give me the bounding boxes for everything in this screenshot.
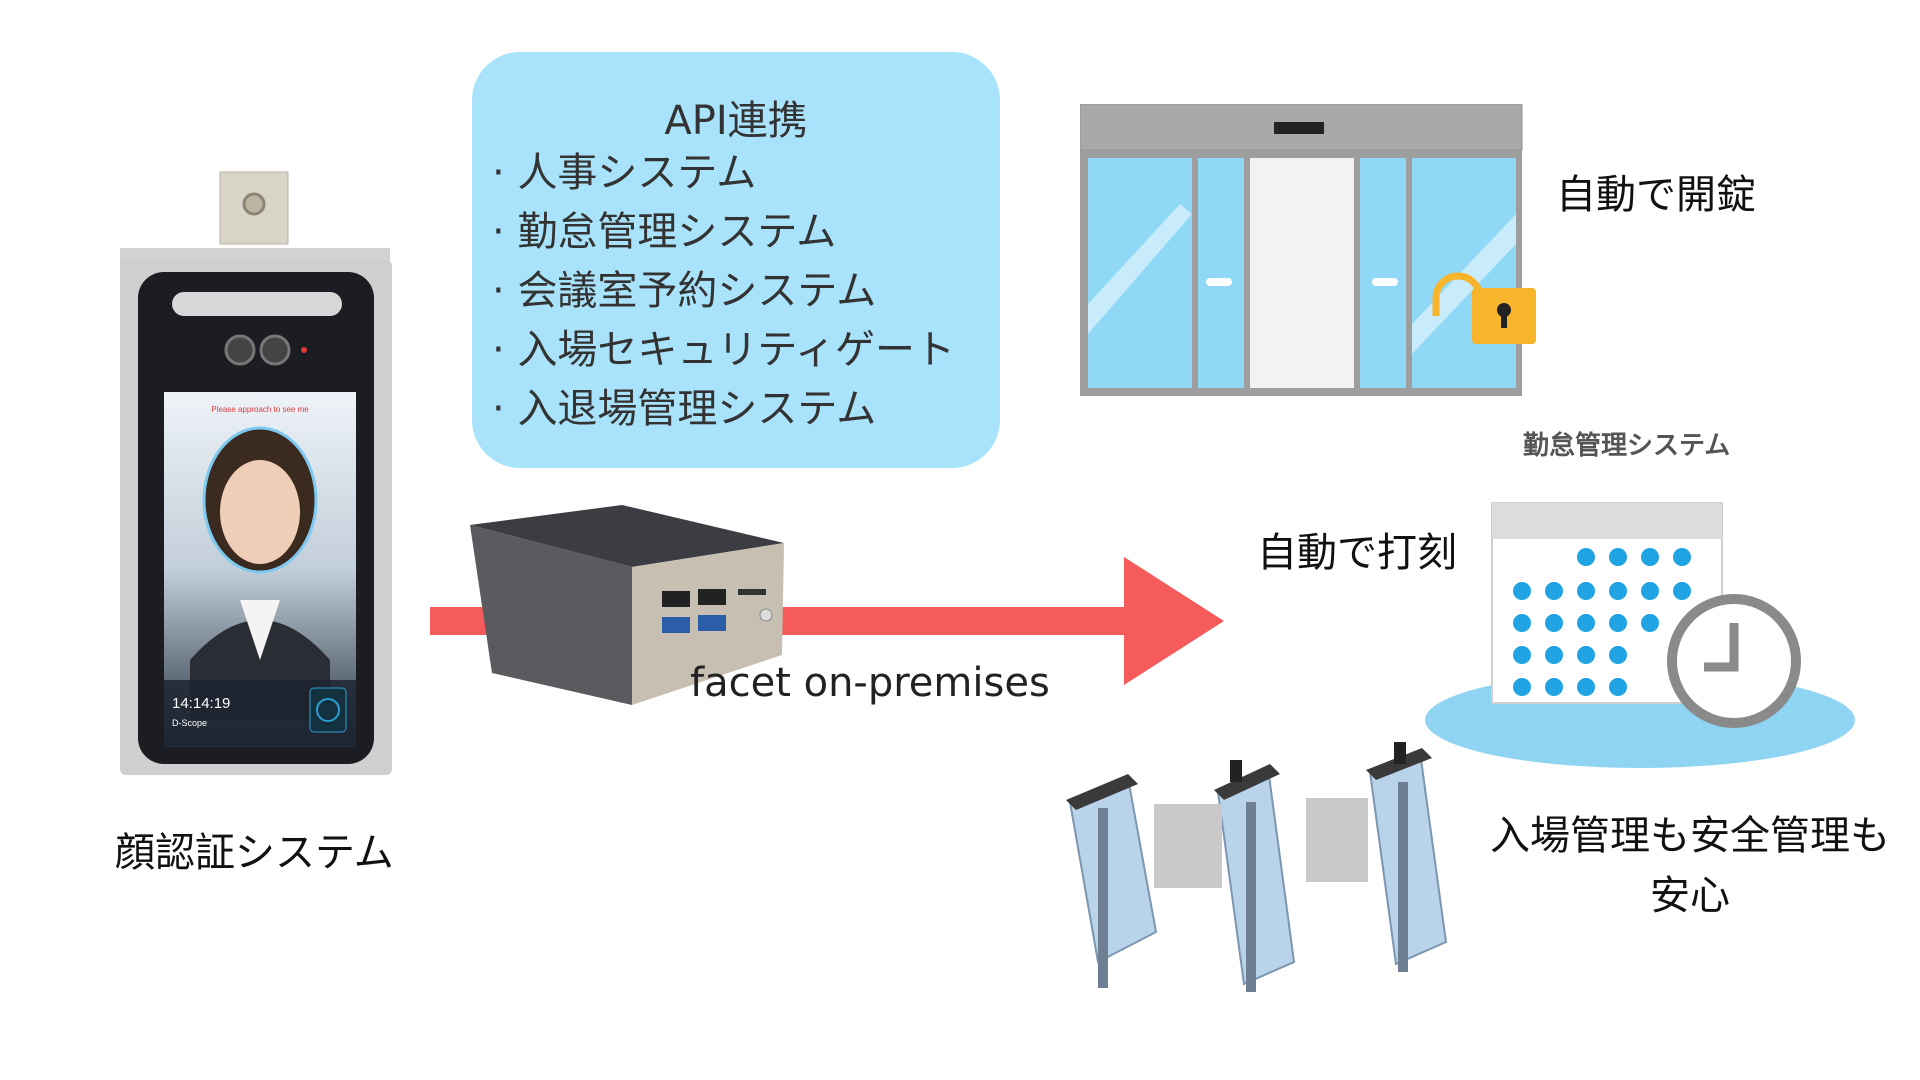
gate-safety-line1: 入場管理も安全管理も	[1490, 813, 1890, 859]
auto-unlock-label: 自動で開錠	[1556, 172, 1756, 218]
screen-prompt: Please approach to see me	[211, 405, 309, 414]
screen-brand: D-Scope	[172, 718, 207, 728]
gate-safety-label: 入場管理も安全管理も 安心	[1480, 806, 1900, 926]
attendance-calendar-icon	[1425, 502, 1855, 768]
api-item-hr: 人事システム	[492, 144, 955, 203]
screen-time: 14:14:19	[172, 695, 230, 712]
auto-stamp-label: 自動で打刻	[1257, 530, 1457, 576]
gate-safety-line2: 安心	[1650, 873, 1730, 919]
api-item-security-gate: 入場セキュリティゲート	[492, 321, 955, 380]
face-auth-label: 顔認証システム	[115, 830, 394, 876]
api-list: 人事システム 勤怠管理システム 会議室予約システム 入場セキュリティゲート 入退…	[492, 144, 955, 439]
face-recognition-terminal: Please approach to see me 14:14:19 D-Sco…	[120, 171, 392, 775]
api-title: API連携	[664, 98, 808, 144]
attendance-system-label: 勤怠管理システム	[1523, 431, 1731, 461]
api-item-meeting-room: 会議室予約システム	[492, 262, 955, 321]
api-item-entry-exit: 入退場管理システム	[492, 380, 955, 439]
security-gates	[1066, 742, 1448, 992]
automatic-door	[1080, 104, 1536, 396]
facet-server-box	[470, 505, 784, 705]
api-item-attendance: 勤怠管理システム	[492, 203, 955, 262]
facet-label: facet on-premises	[690, 660, 1050, 706]
api-integration-box: API連携 人事システム 勤怠管理システム 会議室予約システム 入場セキュリティ…	[472, 52, 1000, 468]
